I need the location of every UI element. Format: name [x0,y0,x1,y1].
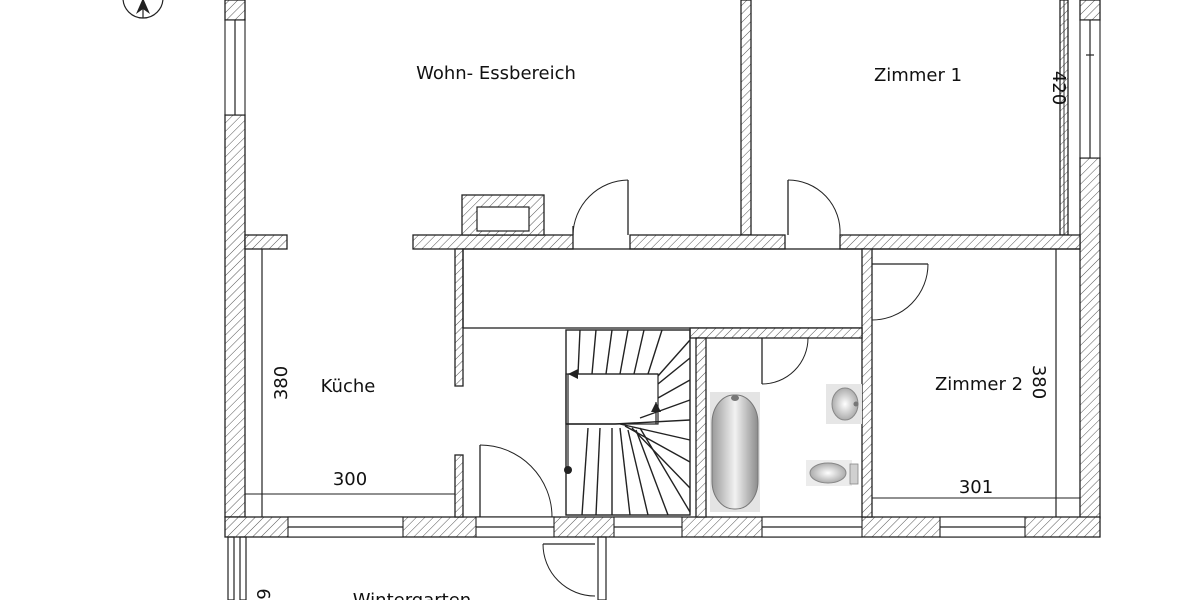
dimension-zimmer1-height: 420 [1048,71,1069,105]
interior-walls [244,0,1081,518]
door [572,179,629,236]
dimension-kueche-width: 300 [333,469,367,490]
sink-icon [826,384,862,424]
toilet-icon [806,460,859,486]
bathtub-icon [710,392,760,512]
compass-rose-icon [122,0,164,19]
dimension-wintergarten-height: 9 [254,588,275,599]
doors [479,179,929,597]
door [479,444,553,518]
dimension-zimmer2-height: 380 [1028,365,1049,399]
door [761,337,809,385]
door [871,263,929,321]
wintergarten-structure [227,536,607,600]
dimension-kueche-height: 380 [271,366,292,400]
staircase [564,329,691,516]
room-label-wohn-essbereich: Wohn- Essbereich [416,63,576,84]
room-label-zimmer-2: Zimmer 2 [935,374,1023,395]
room-label-wintergarten: Wintergarten [353,590,471,600]
door [542,543,596,597]
dimension-zimmer2-width: 301 [959,477,993,498]
exterior-walls [224,0,1101,538]
room-label-zimmer-1: Zimmer 1 [874,65,962,86]
stair-arrow-icon [568,369,661,412]
door [787,179,841,236]
dimension-lines [244,0,1081,515]
room-label-kueche: Küche [321,376,376,397]
